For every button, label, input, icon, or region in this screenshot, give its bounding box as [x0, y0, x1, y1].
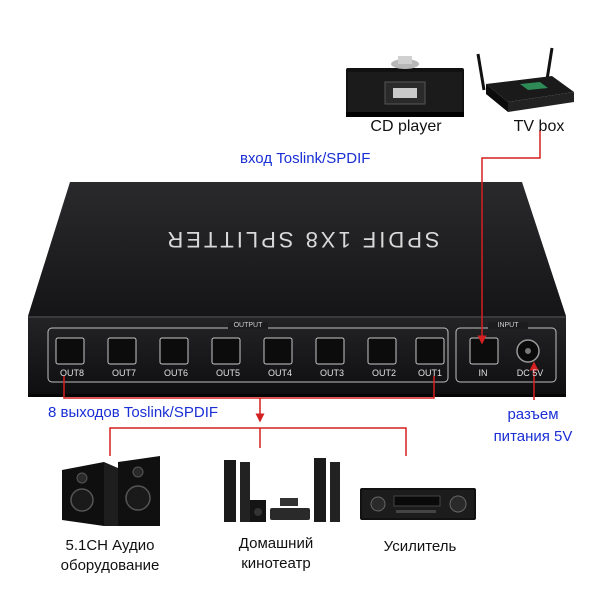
input-group-label: INPUT — [488, 322, 528, 329]
splitter-device — [28, 182, 566, 397]
audio-equipment-label: 5.1CH Аудио оборудование — [30, 536, 190, 576]
power-annotation-line2: питания 5V — [493, 428, 573, 445]
port-label: OUT8 — [59, 368, 84, 378]
port-label: OUT1 — [417, 368, 442, 378]
input-annotation: вход Toslink/SPDIF — [240, 150, 371, 167]
audio-label-line2: оборудование — [60, 557, 160, 574]
port-label: OUT2 — [371, 368, 396, 378]
cd-player-image — [346, 56, 464, 117]
device-title: SPDIF 1X8 SPLITTER — [164, 227, 440, 252]
port-label: OUT3 — [319, 368, 344, 378]
power-annotation: разъем питания 5V — [470, 404, 596, 448]
audio-label-line1: 5.1CH Аудио — [65, 537, 155, 554]
in-port-label: IN — [478, 368, 488, 378]
input-jacks — [469, 337, 540, 365]
home-theater-label: Домашний кинотеатр — [206, 534, 346, 574]
speakers-image — [62, 456, 160, 526]
output-distribution — [109, 427, 407, 456]
dc-port-label: DC 5V — [516, 368, 544, 378]
theater-label-line2: кинотеатр — [241, 555, 311, 572]
amplifier-image — [360, 488, 476, 520]
tv-box-label: TV box — [513, 118, 565, 135]
theater-label-line1: Домашний — [238, 535, 314, 552]
output-group-label: OUTPUT — [228, 322, 268, 329]
power-annotation-line1: разъем — [507, 406, 559, 423]
output-bracket — [63, 376, 435, 423]
outputs-annotation: 8 выходов Toslink/SPDIF — [48, 404, 219, 421]
cd-player-label: CD player — [370, 118, 442, 135]
port-label: OUT6 — [163, 368, 188, 378]
port-label: OUT7 — [111, 368, 136, 378]
home-theater-image — [224, 458, 340, 522]
input-arrow — [477, 130, 541, 345]
port-label: OUT4 — [267, 368, 292, 378]
output-jacks — [55, 337, 445, 365]
tv-box-image — [476, 47, 574, 112]
amplifier-label: Усилитель — [383, 538, 457, 555]
port-label: OUT5 — [215, 368, 240, 378]
